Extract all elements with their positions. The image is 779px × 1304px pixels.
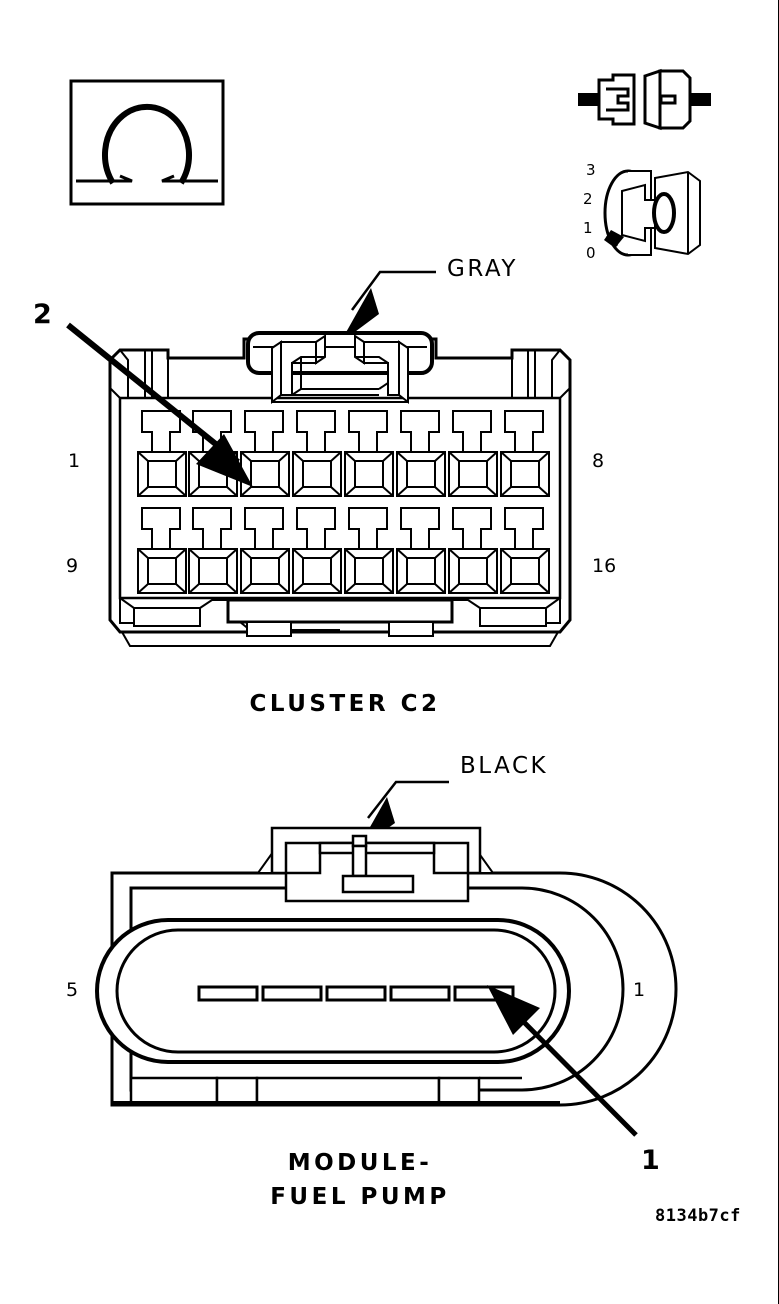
switch-position-0: 0 [586, 244, 596, 262]
cavity [396, 410, 446, 497]
black-colour-label: BLACK [460, 753, 549, 779]
module-fuel-pump-connector [95, 826, 678, 1107]
cluster-pin-16: 16 [592, 555, 617, 577]
callout-2-arrow [66, 322, 253, 487]
switch-position-1: 1 [583, 219, 593, 237]
cavity [240, 507, 290, 594]
cavity [240, 410, 290, 497]
cavity-row-bottom [137, 507, 550, 594]
fuel-pump-caption-line2: FUEL PUMP [270, 1184, 450, 1210]
cluster-pin-8: 8 [592, 450, 605, 472]
cavity [137, 410, 187, 497]
switch-position-2: 2 [583, 190, 593, 208]
fuel-pump-caption-line1: MODULE- [287, 1150, 433, 1176]
cluster-c2-connector [108, 331, 572, 647]
cavity [292, 410, 342, 497]
connector-disconnect-symbol [578, 68, 711, 131]
cluster-pin-9: 9 [66, 555, 79, 577]
cluster-c2-caption: CLUSTER C2 [249, 691, 441, 717]
fuel-pump-pin-1: 1 [633, 979, 646, 1001]
switch-position-3: 3 [586, 161, 596, 179]
ignition-switch-symbol [603, 169, 701, 257]
terminal-slots [197, 985, 515, 1002]
callout-2-label: 2 [33, 299, 52, 330]
cavity [188, 507, 238, 594]
cavity [500, 410, 550, 497]
cavity [448, 507, 498, 594]
cavity [396, 507, 446, 594]
cavity [344, 507, 394, 594]
fuel-pump-pin-5: 5 [66, 979, 79, 1001]
cavity [344, 410, 394, 497]
cavity [137, 507, 187, 594]
callout-1-arrow [487, 985, 638, 1137]
gray-leader-line [340, 270, 436, 343]
gray-colour-label: GRAY [447, 256, 518, 282]
ohmmeter-symbol [69, 79, 225, 206]
cavity [292, 507, 342, 594]
cavity [500, 507, 550, 594]
callout-1-label: 1 [641, 1145, 660, 1176]
cavity [448, 410, 498, 497]
figure-code: 8134b7cf [655, 1206, 741, 1226]
cluster-pin-1: 1 [68, 450, 81, 472]
